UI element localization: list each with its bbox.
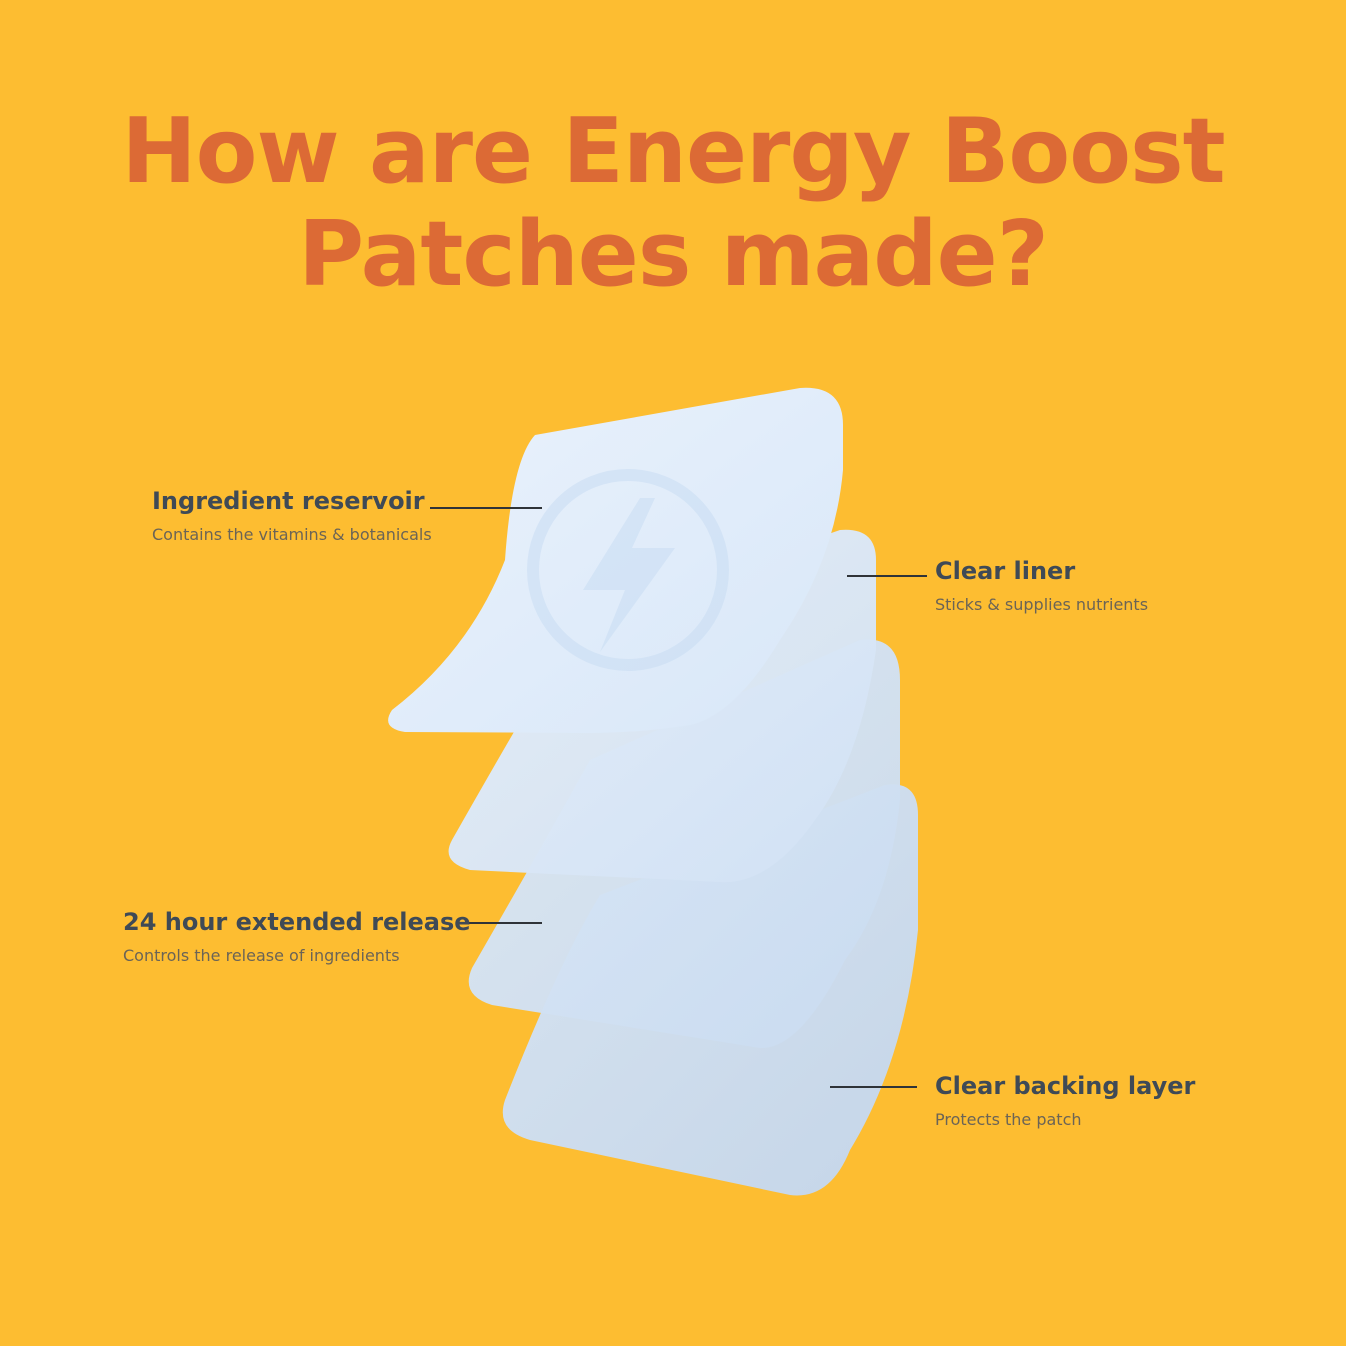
page-title: How are Energy Boost Patches made? xyxy=(0,100,1346,306)
layer-description: Sticks & supplies nutrients xyxy=(935,595,1149,614)
label-extended-release: 24 hour extended release Controls the re… xyxy=(123,908,471,965)
title-line-2: Patches made? xyxy=(298,202,1049,307)
leader-line-ingredient-reservoir xyxy=(430,507,542,509)
title-line-1: How are Energy Boost xyxy=(121,99,1225,204)
layer-description: Protects the patch xyxy=(935,1110,1082,1129)
layer-name: Clear liner xyxy=(935,557,1076,585)
layer-description: Contains the vitamins & botanicals xyxy=(152,525,432,544)
leader-line-clear-liner xyxy=(847,575,927,577)
leader-line-extended-release xyxy=(468,922,542,924)
layer-name: Clear backing layer xyxy=(935,1072,1196,1100)
lightning-bolt-icon xyxy=(527,469,729,671)
layer-name: Ingredient reservoir xyxy=(152,487,425,515)
layer-description: Controls the release of ingredients xyxy=(123,946,400,965)
label-ingredient-reservoir: Ingredient reservoir Contains the vitami… xyxy=(152,487,432,544)
layer-name: 24 hour extended release xyxy=(123,908,471,936)
label-clear-liner: Clear liner Sticks & supplies nutrients xyxy=(935,557,1148,614)
leader-line-backing-layer xyxy=(830,1086,917,1088)
label-backing-layer: Clear backing layer Protects the patch xyxy=(935,1072,1195,1129)
ingredient-reservoir-layer-patch xyxy=(388,387,843,733)
